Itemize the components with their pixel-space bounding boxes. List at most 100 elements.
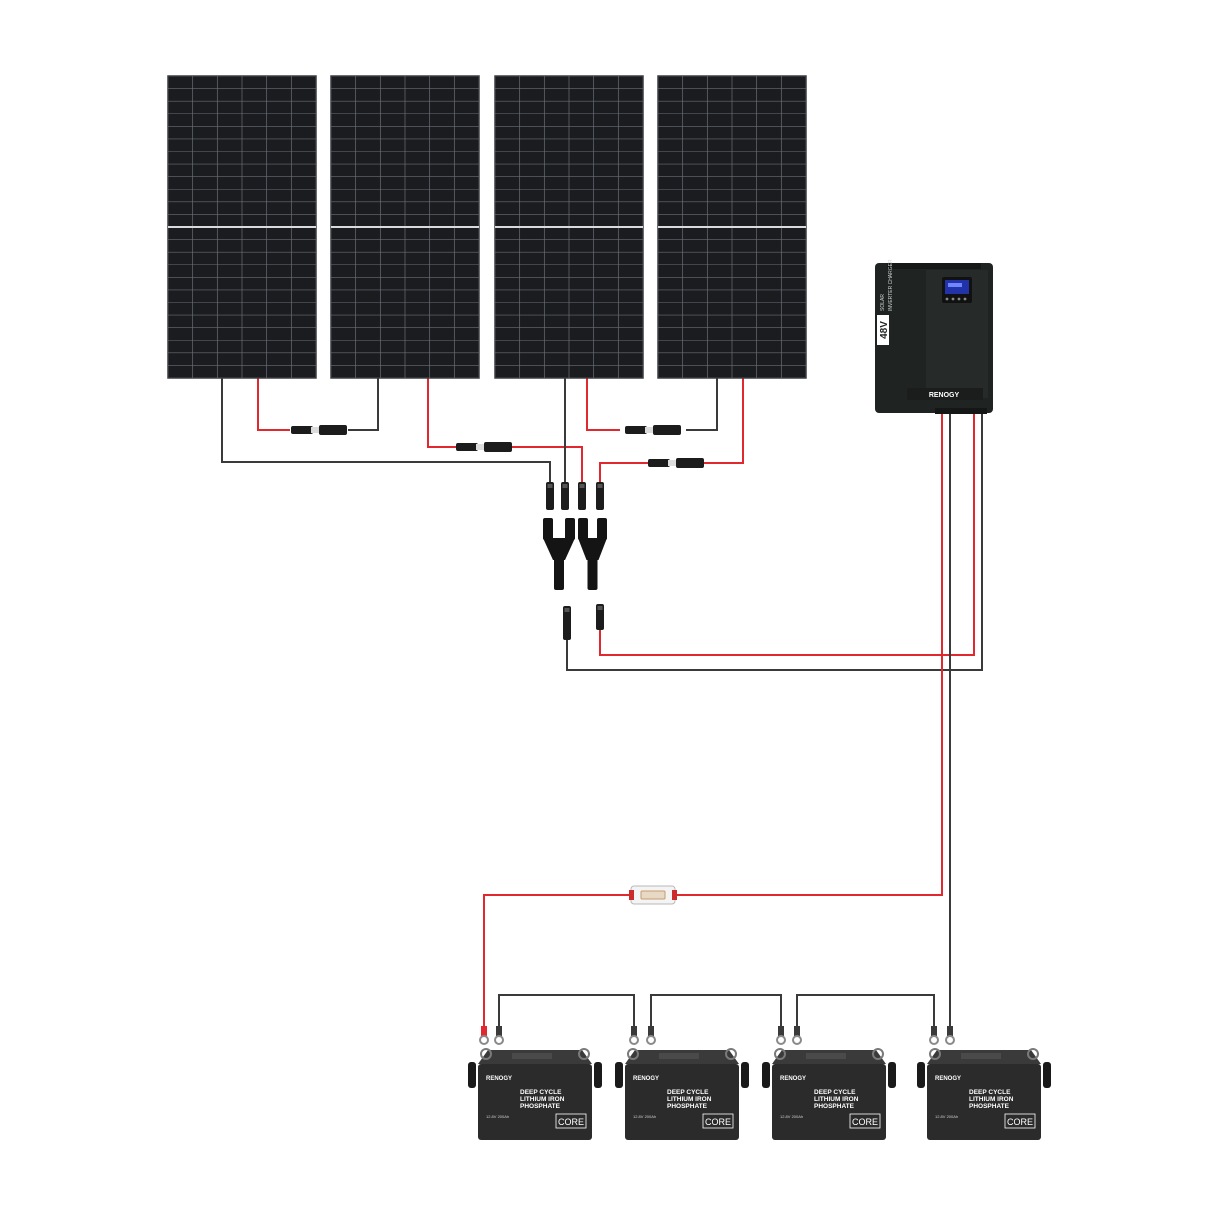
cable-lug-ring [792, 1035, 802, 1045]
cable-lug-ring [646, 1035, 656, 1045]
battery-spec: 12.8V 200Ah [486, 1114, 509, 1119]
wire-battery-positive-main [675, 412, 943, 896]
battery-handle-left [468, 1062, 476, 1088]
fuse-element [640, 890, 666, 900]
cable-lug-sleeve [947, 1026, 953, 1036]
inverter-brand-strip [907, 388, 983, 400]
battery-series-label: CORE [1007, 1117, 1033, 1127]
mc4-female-body [676, 458, 704, 468]
battery-label-plate [806, 1053, 846, 1059]
branch-plug [561, 482, 569, 510]
branch-plug [596, 604, 604, 630]
mc4-coupler [668, 460, 676, 466]
battery-cable-lugs [479, 1026, 955, 1045]
battery-body [927, 1064, 1041, 1140]
mc4-female-body [319, 425, 347, 435]
wire-panel4-positive [700, 378, 744, 464]
fuse-end-left [629, 890, 634, 900]
battery-terminal-negative [578, 1048, 590, 1060]
wire-panel1-negative [221, 378, 551, 482]
battery-series-badge [1004, 1113, 1036, 1129]
battery-handle-right [888, 1062, 896, 1088]
battery-terminal-negative [1027, 1048, 1039, 1060]
battery-terminal-positive [480, 1048, 492, 1060]
inverter-voltage-badge: 48V [879, 321, 890, 339]
branch-plug-grip [547, 484, 553, 488]
battery-title-line2: LITHIUM IRON [814, 1096, 859, 1103]
inverter-product-line1: SOLAR [880, 294, 886, 311]
inverter-button-4 [963, 297, 967, 301]
wire-panel2-positive-b [508, 446, 583, 482]
wire-battery-positive-fused [483, 894, 631, 1030]
inverter-bottom-terminal-block [935, 408, 987, 414]
wire-panel2-positive [427, 378, 460, 448]
branch-output-plug-positive [596, 604, 604, 630]
wire-panel1-positive [257, 378, 290, 431]
cable-lug-sleeve [631, 1026, 637, 1036]
battery-series-badge [555, 1113, 587, 1129]
battery-handle-left [917, 1062, 925, 1088]
inverter-top-rail [887, 263, 981, 269]
cable-lug-ring [494, 1035, 504, 1045]
cable-lug-ring [629, 1035, 639, 1045]
branch-arm-left [578, 518, 588, 540]
branch-input-plug-1 [546, 482, 554, 510]
mc4-male-body [291, 426, 313, 434]
solar-panels [167, 75, 807, 379]
branch-arm-left [543, 518, 553, 540]
wires [221, 378, 983, 1030]
mc4-coupler [645, 427, 653, 433]
battery-terminal-positive [627, 1048, 639, 1060]
battery-label-plate [512, 1053, 552, 1059]
battery-title-line3: PHOSPHATE [520, 1103, 561, 1110]
branch-plug-grip [579, 484, 585, 488]
battery-series-label: CORE [705, 1117, 731, 1127]
battery-title-line2: LITHIUM IRON [667, 1096, 712, 1103]
battery-title-line3: PHOSPHATE [667, 1103, 708, 1110]
cable-lug-ring [929, 1035, 939, 1045]
battery-label-plate [659, 1053, 699, 1059]
inline-fuse [629, 885, 677, 905]
wire-pv-negative-out [566, 412, 983, 671]
mc4-coupler [476, 444, 484, 450]
inverter-lcd-highlight [948, 283, 962, 287]
mc4-connector-panel2-trunk [456, 442, 512, 452]
branch-plug-grip [597, 484, 603, 488]
branch-input-plug-2 [561, 482, 569, 510]
branch-junction [543, 538, 575, 560]
wire-series-link-2 [650, 994, 782, 1030]
mc4-male-body [456, 443, 478, 451]
wire-panel3-positive [586, 378, 620, 431]
branch-plug-grip [564, 608, 570, 612]
inverter-brand-logo: RENOGY [929, 392, 960, 399]
battery-handle-right [1043, 1062, 1051, 1088]
branch-plug [563, 606, 571, 640]
solar-panel-4 [657, 75, 807, 379]
branch-output-plug-negative [563, 606, 571, 640]
battery-body [625, 1064, 739, 1140]
battery-title-line2: LITHIUM IRON [520, 1096, 565, 1103]
battery-brand: RENOGY [935, 1076, 961, 1082]
battery-terminal-negative [725, 1048, 737, 1060]
branch-plug [546, 482, 554, 510]
inverter-voltage-badge-box [877, 315, 889, 345]
cable-lug-sleeve [496, 1026, 502, 1036]
wire-panel2-negative [348, 378, 379, 431]
battery-body [478, 1064, 592, 1140]
battery-spec: 12.8V 200Ah [633, 1114, 656, 1119]
cable-lug-ring [945, 1035, 955, 1045]
branch-plug [596, 482, 604, 510]
cable-lug-sleeve [778, 1026, 784, 1036]
mc4-female-body [653, 425, 681, 435]
branch-input-plug-3 [578, 482, 586, 510]
mc4-female-body [484, 442, 512, 452]
mc4-coupler [311, 427, 319, 433]
battery-title-line2: LITHIUM IRON [969, 1096, 1014, 1103]
wire-series-link-3 [796, 994, 935, 1030]
mc4-connector-panel1-panel2 [291, 425, 347, 435]
solar-panel-1 [167, 75, 317, 379]
battery-label-plate [961, 1053, 1001, 1059]
